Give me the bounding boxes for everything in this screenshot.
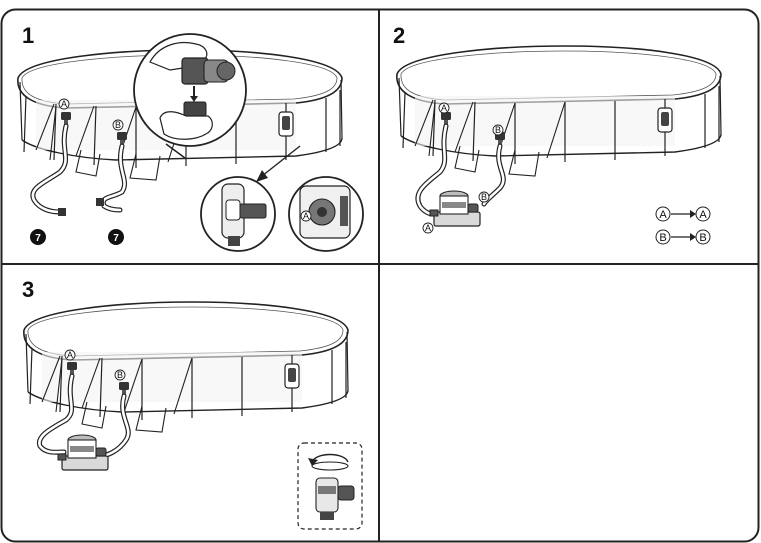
connection-legend-a: A A	[655, 206, 711, 222]
nut-icon	[183, 101, 207, 117]
svg-text:B: B	[115, 120, 121, 130]
svg-text:7: 7	[35, 233, 41, 244]
fitting-detail-callout	[133, 33, 247, 147]
svg-text:B: B	[481, 192, 487, 202]
outlet-marker: B	[112, 119, 124, 131]
svg-text:B: B	[495, 125, 501, 135]
step-number-2: 2	[393, 23, 405, 48]
hose-end-b	[96, 198, 104, 206]
diagram-border	[0, 8, 760, 543]
part-badge-hose-2: 7	[108, 229, 124, 245]
svg-text:A: A	[303, 211, 309, 221]
outlet-marker: B	[492, 124, 504, 136]
skimmer-detail-callout	[200, 176, 276, 252]
outlet-hose	[97, 393, 131, 459]
hose-end-a	[58, 208, 66, 216]
filter-cartridge-icon	[315, 477, 339, 513]
part-badge-hose-1: 7	[30, 229, 46, 245]
tighten-detail-inset	[297, 442, 363, 530]
svg-text:B: B	[117, 370, 123, 380]
step-number-1: 1	[22, 23, 34, 48]
svg-text:A: A	[425, 223, 431, 233]
inlet-marker: A	[58, 98, 70, 110]
panel-empty	[380, 265, 757, 540]
svg-text:A: A	[67, 350, 73, 360]
svg-text:7: 7	[113, 233, 119, 244]
hand-icon	[159, 111, 213, 140]
inlet-marker: A	[64, 349, 76, 361]
panel-step-1: 1 A B 7 7	[17, 23, 364, 252]
svg-text:A: A	[699, 209, 707, 221]
connection-legend-b: B B	[655, 229, 711, 245]
svg-text:A: A	[659, 209, 667, 221]
svg-text:B: B	[699, 232, 706, 244]
filter-pump	[429, 190, 481, 227]
step-number-3: 3	[22, 277, 34, 302]
outlet-marker: B	[114, 369, 126, 381]
panel-step-2: 2 A B A B A	[393, 23, 722, 245]
svg-text:B: B	[659, 232, 666, 244]
panel-step-3: 3 A B	[22, 277, 363, 530]
pump-inlet-marker: A	[422, 222, 434, 234]
pump-outlet-marker: B	[478, 191, 490, 203]
svg-text:A: A	[61, 99, 67, 109]
connection-detail-callout: A	[288, 176, 364, 252]
svg-text:A: A	[441, 103, 447, 113]
inlet-marker: A	[438, 102, 450, 114]
